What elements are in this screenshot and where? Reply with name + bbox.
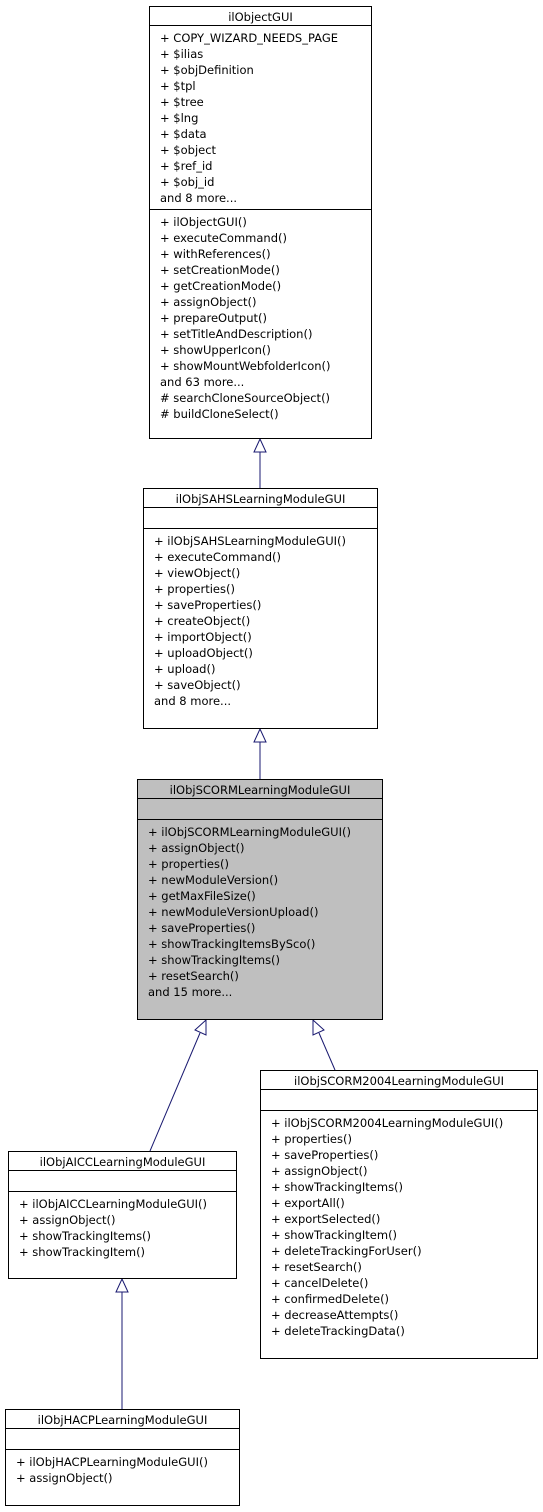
- method: + exportAll(): [271, 1196, 345, 1210]
- method: + uploadObject(): [154, 646, 253, 660]
- attributes-section: [6, 1428, 239, 1449]
- method: + setCreationMode(): [160, 263, 280, 277]
- attribute: and 8 more...: [160, 191, 238, 205]
- class-ilobjectgui[interactable]: ilObjectGUI + COPY_WIZARD_NEEDS_PAGE + $…: [149, 6, 372, 439]
- attribute: + COPY_WIZARD_NEEDS_PAGE: [160, 31, 339, 45]
- method: + properties(): [154, 582, 235, 596]
- method: + showTrackingItemsBySco(): [148, 937, 316, 951]
- class-ilobjhacplearningmodulegui[interactable]: ilObjHACPLearningModuleGUI + ilObjHACPLe…: [5, 1409, 240, 1506]
- class-ilobjsahslearningmodulegui[interactable]: ilObjSAHSLearningModuleGUI + ilObjSAHSLe…: [143, 488, 378, 729]
- method: + viewObject(): [154, 566, 241, 580]
- method: + showTrackingItems(): [271, 1180, 404, 1194]
- attribute: + $ref_id: [160, 159, 213, 173]
- attribute: + $ilias: [160, 47, 204, 61]
- method: + saveProperties(): [154, 598, 262, 612]
- arrowhead-aicc: [115, 1277, 129, 1293]
- method: + exportSelected(): [271, 1212, 381, 1226]
- method: + resetSearch(): [148, 969, 239, 983]
- class-name: ilObjSCORM2004LearningModuleGUI: [294, 1074, 504, 1088]
- method: and 63 more...: [160, 375, 245, 389]
- edge-aicc-scorm: [149, 1032, 201, 1152]
- method: + newModuleVersionUpload(): [148, 905, 319, 919]
- method: + assignObject(): [160, 295, 257, 309]
- method: + prepareOutput(): [160, 311, 267, 325]
- method: + ilObjectGUI(): [160, 215, 247, 229]
- method: + executeCommand(): [160, 231, 287, 245]
- method: + decreaseAttempts(): [271, 1308, 399, 1322]
- method: and 15 more...: [148, 985, 233, 999]
- attribute: + $objDefinition: [160, 63, 254, 77]
- attributes-section: + COPY_WIZARD_NEEDS_PAGE + $ilias + $obj…: [150, 25, 371, 209]
- method: + showTrackingItems(): [19, 1229, 152, 1243]
- method: + showTrackingItems(): [148, 953, 281, 967]
- attributes-section: [9, 1170, 236, 1191]
- method: and 8 more...: [154, 694, 232, 708]
- method: + showUpperIcon(): [160, 343, 271, 357]
- method: + showTrackingItem(): [19, 1245, 146, 1259]
- methods-section: + ilObjAICCLearningModuleGUI() + assignO…: [9, 1191, 236, 1263]
- attributes-section: [144, 507, 377, 528]
- methods-section: + ilObjectGUI() + executeCommand() + wit…: [150, 209, 371, 425]
- attribute: + $data: [160, 127, 207, 141]
- class-name: ilObjAICCLearningModuleGUI: [39, 1155, 206, 1169]
- class-name: ilObjHACPLearningModuleGUI: [37, 1413, 208, 1427]
- class-name: ilObjSAHSLearningModuleGUI: [175, 492, 346, 506]
- method: + createObject(): [154, 614, 251, 628]
- attributes-section: [261, 1089, 537, 1110]
- method: + showMountWebfolderIcon(): [160, 359, 331, 373]
- attribute: + $object: [160, 143, 217, 157]
- method: + assignObject(): [148, 841, 245, 855]
- method: + cancelDelete(): [271, 1276, 369, 1290]
- method: + showTrackingItem(): [271, 1228, 398, 1242]
- method: + ilObjSCORMLearningModuleGUI(): [148, 825, 351, 839]
- method: + setTitleAndDescription(): [160, 327, 313, 341]
- attribute: + $tree: [160, 95, 204, 109]
- method: + confirmedDelete(): [271, 1292, 390, 1306]
- method: + importObject(): [154, 630, 252, 644]
- method: + saveObject(): [154, 678, 241, 692]
- attribute: + $tpl: [160, 79, 196, 93]
- method: + executeCommand(): [154, 550, 281, 564]
- method: + saveProperties(): [148, 921, 256, 935]
- arrowhead-scorm-left: [194, 1018, 207, 1036]
- method: + newModuleVersion(): [148, 873, 279, 887]
- method: + ilObjHACPLearningModuleGUI(): [16, 1455, 208, 1469]
- method: + ilObjSCORM2004LearningModuleGUI(): [271, 1116, 504, 1130]
- method: + assignObject(): [16, 1471, 113, 1485]
- class-ilobjaicclearningmodulegui[interactable]: ilObjAICCLearningModuleGUI + ilObjAICCLe…: [8, 1151, 237, 1279]
- methods-section: + ilObjSCORM2004LearningModuleGUI() + pr…: [261, 1110, 537, 1342]
- edge-scorm2004-scorm: [318, 1032, 336, 1071]
- attribute: + $obj_id: [160, 175, 215, 189]
- method: + ilObjAICCLearningModuleGUI(): [19, 1197, 207, 1211]
- class-name: ilObjSCORMLearningModuleGUI: [169, 783, 351, 797]
- method: + assignObject(): [19, 1213, 116, 1227]
- method: + deleteTrackingData(): [271, 1324, 405, 1338]
- arrowhead-sahs: [253, 727, 267, 743]
- method: + withReferences(): [160, 247, 271, 261]
- attributes-section: [138, 798, 382, 819]
- method: # searchCloneSourceObject(): [160, 391, 331, 405]
- methods-section: + ilObjHACPLearningModuleGUI() + assignO…: [6, 1449, 239, 1489]
- methods-section: + ilObjSCORMLearningModuleGUI() + assign…: [138, 819, 382, 1003]
- class-ilobjscorm2004learningmodulegui[interactable]: ilObjSCORM2004LearningModuleGUI + ilObjS…: [260, 1070, 538, 1359]
- methods-section: + ilObjSAHSLearningModuleGUI() + execute…: [144, 528, 377, 712]
- method: + properties(): [148, 857, 229, 871]
- class-name: ilObjectGUI: [228, 10, 293, 24]
- arrowhead-scorm-right: [312, 1018, 325, 1036]
- class-ilobjscormlearningmodulegui[interactable]: ilObjSCORMLearningModuleGUI + ilObjSCORM…: [137, 779, 383, 1020]
- method: + properties(): [271, 1132, 352, 1146]
- arrowhead-objectgui: [253, 437, 267, 453]
- method: + assignObject(): [271, 1164, 368, 1178]
- method: + saveProperties(): [271, 1148, 379, 1162]
- method: + ilObjSAHSLearningModuleGUI(): [154, 534, 346, 548]
- method: + getCreationMode(): [160, 279, 282, 293]
- method: + deleteTrackingForUser(): [271, 1244, 422, 1258]
- method: # buildCloneSelect(): [160, 407, 279, 421]
- method: + getMaxFileSize(): [148, 889, 256, 903]
- method: + resetSearch(): [271, 1260, 362, 1274]
- method: + upload(): [154, 662, 216, 676]
- attribute: + $lng: [160, 111, 199, 125]
